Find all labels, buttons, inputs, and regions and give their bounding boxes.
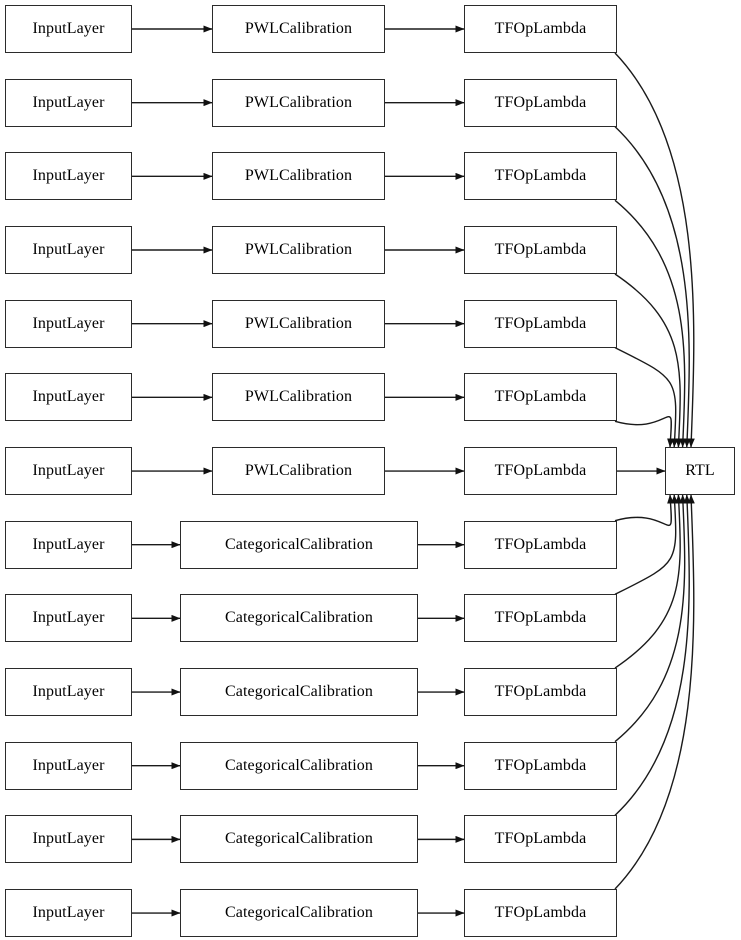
node-input-layer-4-label: InputLayer (32, 314, 105, 332)
node-categorical-calibration-12-label: CategoricalCalibration (225, 904, 373, 922)
node-tfoplambda-10[interactable]: TFOpLambda (464, 741, 617, 790)
node-pwl-calibration-1-label: PWLCalibration (244, 93, 353, 111)
node-categorical-calibration-11-label: CategoricalCalibration (225, 830, 373, 848)
node-input-layer-5-label: InputLayer (32, 388, 105, 406)
node-input-layer-7[interactable]: InputLayer (5, 520, 132, 569)
node-tfoplambda-7[interactable]: TFOpLambda (464, 520, 617, 569)
node-input-layer-5[interactable]: InputLayer (5, 373, 132, 422)
node-pwl-calibration-4[interactable]: PWLCalibration (212, 299, 385, 348)
node-categorical-calibration-10[interactable]: CategoricalCalibration (180, 741, 418, 790)
node-input-layer-10[interactable]: InputLayer (5, 741, 132, 790)
node-pwl-calibration-0-label: PWLCalibration (244, 20, 353, 37)
node-input-layer-6-label: InputLayer (32, 462, 105, 480)
node-tfoplambda-5-label: TFOpLambda (494, 388, 587, 406)
node-tfoplambda-0-label: TFOpLambda (494, 20, 587, 37)
node-pwl-calibration-3-label: PWLCalibration (244, 241, 353, 258)
node-input-layer-3[interactable]: InputLayer (5, 226, 132, 274)
node-pwl-calibration-5[interactable]: PWLCalibration (212, 373, 385, 422)
node-categorical-calibration-8-label: CategoricalCalibration (225, 609, 373, 627)
node-input-layer-12[interactable]: InputLayer (5, 889, 132, 938)
node-categorical-calibration-9-label: CategoricalCalibration (225, 683, 373, 701)
node-categorical-calibration-11[interactable]: CategoricalCalibration (180, 815, 418, 864)
node-pwl-calibration-6-label: PWLCalibration (244, 462, 353, 480)
node-input-layer-8-label: InputLayer (32, 609, 105, 627)
node-tfoplambda-8[interactable]: TFOpLambda (464, 594, 617, 643)
node-tfoplambda-4-label: TFOpLambda (494, 314, 587, 332)
node-pwl-calibration-4-label: PWLCalibration (244, 314, 353, 332)
node-tfoplambda-2-label: TFOpLambda (494, 167, 587, 185)
node-input-layer-9-label: InputLayer (32, 683, 105, 701)
node-input-layer-2-label: InputLayer (32, 167, 105, 185)
node-rtl[interactable]: RTL (665, 447, 735, 496)
node-categorical-calibration-8[interactable]: CategoricalCalibration (180, 594, 418, 643)
node-pwl-calibration-3[interactable]: PWLCalibration (212, 226, 385, 274)
node-tfoplambda-12-label: TFOpLambda (494, 904, 587, 922)
node-tfoplambda-8-label: TFOpLambda (494, 609, 587, 627)
node-tfoplambda-7-label: TFOpLambda (494, 535, 587, 553)
node-tfoplambda-9-label: TFOpLambda (494, 683, 587, 701)
node-pwl-calibration-2[interactable]: PWLCalibration (212, 152, 385, 201)
node-tfoplambda-1-label: TFOpLambda (494, 93, 587, 111)
node-categorical-calibration-9[interactable]: CategoricalCalibration (180, 668, 418, 717)
node-tfoplambda-3[interactable]: TFOpLambda (464, 226, 617, 274)
node-categorical-calibration-7[interactable]: CategoricalCalibration (180, 520, 418, 569)
node-tfoplambda-3-label: TFOpLambda (494, 241, 587, 258)
node-input-layer-11-label: InputLayer (32, 830, 105, 848)
node-input-layer-7-label: InputLayer (32, 535, 105, 553)
node-tfoplambda-6[interactable]: TFOpLambda (464, 447, 617, 496)
node-input-layer-11[interactable]: InputLayer (5, 815, 132, 864)
node-rtl-label: RTL (685, 462, 715, 480)
node-tfoplambda-12[interactable]: TFOpLambda (464, 889, 617, 938)
node-tfoplambda-11[interactable]: TFOpLambda (464, 815, 617, 864)
node-tfoplambda-10-label: TFOpLambda (494, 756, 587, 774)
node-input-layer-9[interactable]: InputLayer (5, 668, 132, 717)
node-input-layer-3-label: InputLayer (32, 241, 105, 258)
node-tfoplambda-5[interactable]: TFOpLambda (464, 373, 617, 422)
node-input-layer-12-label: InputLayer (32, 904, 105, 922)
node-pwl-calibration-0[interactable]: PWLCalibration (212, 5, 385, 53)
node-categorical-calibration-12[interactable]: CategoricalCalibration (180, 889, 418, 938)
node-categorical-calibration-10-label: CategoricalCalibration (225, 756, 373, 774)
node-tfoplambda-2[interactable]: TFOpLambda (464, 152, 617, 201)
node-input-layer-4[interactable]: InputLayer (5, 299, 132, 348)
node-pwl-calibration-6[interactable]: PWLCalibration (212, 447, 385, 496)
node-tfoplambda-11-label: TFOpLambda (494, 830, 587, 848)
node-input-layer-1[interactable]: InputLayer (5, 78, 132, 127)
node-input-layer-0-label: InputLayer (32, 20, 105, 37)
node-input-layer-6[interactable]: InputLayer (5, 447, 132, 496)
node-pwl-calibration-1[interactable]: PWLCalibration (212, 78, 385, 127)
node-input-layer-10-label: InputLayer (32, 756, 105, 774)
node-pwl-calibration-2-label: PWLCalibration (244, 167, 353, 185)
node-input-layer-2[interactable]: InputLayer (5, 152, 132, 201)
node-tfoplambda-6-label: TFOpLambda (494, 462, 587, 480)
node-input-layer-1-label: InputLayer (32, 93, 105, 111)
node-categorical-calibration-7-label: CategoricalCalibration (225, 535, 373, 553)
node-input-layer-0[interactable]: InputLayer (5, 5, 132, 53)
node-pwl-calibration-5-label: PWLCalibration (244, 388, 353, 406)
node-tfoplambda-9[interactable]: TFOpLambda (464, 668, 617, 717)
node-tfoplambda-1[interactable]: TFOpLambda (464, 78, 617, 127)
node-input-layer-8[interactable]: InputLayer (5, 594, 132, 643)
node-tfoplambda-0[interactable]: TFOpLambda (464, 5, 617, 53)
node-tfoplambda-4[interactable]: TFOpLambda (464, 299, 617, 348)
